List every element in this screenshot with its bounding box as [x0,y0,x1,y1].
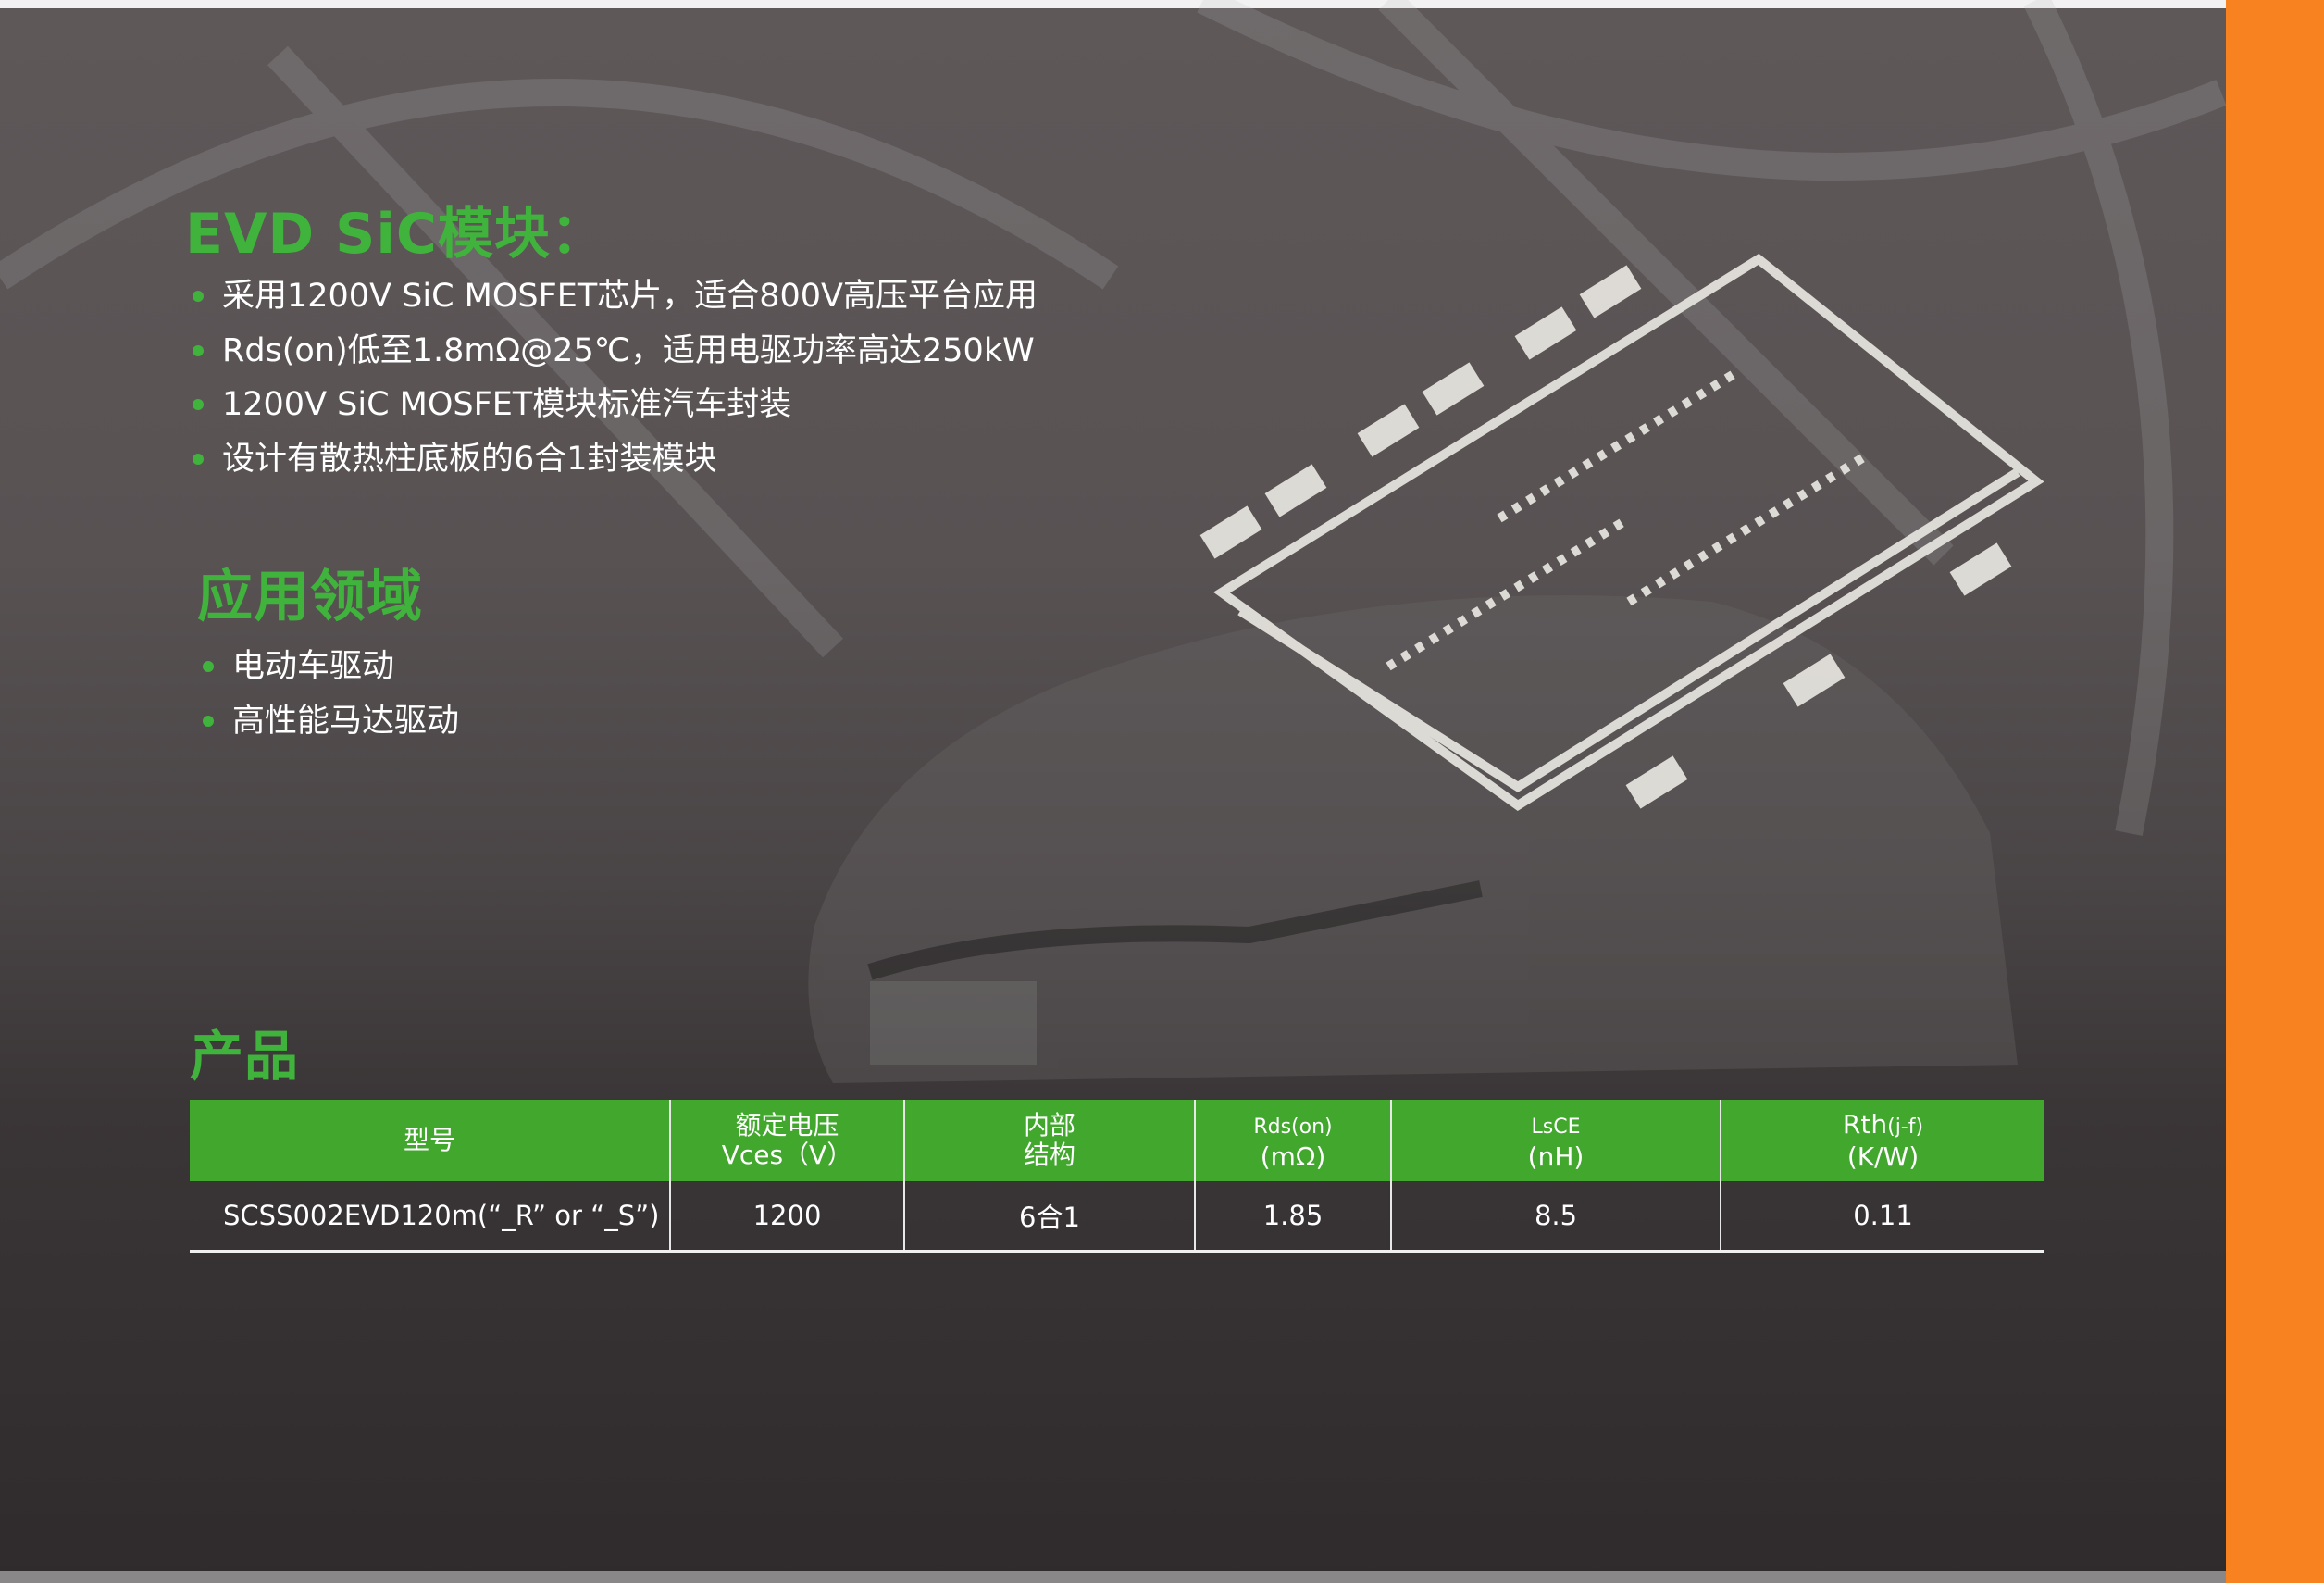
module-section-title: EVD SiC模块： [185,202,607,267]
application-item: 电动车驱动 [203,640,459,694]
feature-text: Rds(on)低至1.8mΩ@25℃，适用电驱功率高达250kW [222,331,1035,369]
feature-text: 设计有散热柱底板的6合1封装模块 [222,440,717,478]
bullet-icon [203,661,214,672]
feature-list: 采用1200V SiC MOSFET芯片，适合800V高压平台应用 Rds(on… [193,269,1038,487]
bottom-border [0,1571,2226,1583]
cell-rth: 0.11 [1720,1181,2044,1253]
bullet-icon [193,399,204,410]
feature-item: 设计有散热柱底板的6合1封装模块 [193,432,1038,487]
header-lsce: LsCE(nH) [1390,1100,1721,1181]
header-structure: 内部结构 [903,1100,1195,1181]
table-row: SCSS002EVD120m(“_R” or “_S”) 1200 6合1 1.… [190,1181,2044,1253]
feature-text: 采用1200V SiC MOSFET芯片，适合800V高压平台应用 [222,278,1038,315]
header-rth: Rth(j-f)(K/W) [1720,1100,2044,1181]
feature-text: 1200V SiC MOSFET模块标准汽车封装 [222,386,792,423]
application-text: 高性能马达驱动 [232,703,460,740]
bullet-icon [193,453,204,465]
feature-item: 采用1200V SiC MOSFET芯片，适合800V高压平台应用 [193,269,1038,324]
cell-voltage: 1200 [669,1181,904,1253]
cell-model: SCSS002EVD120m(“_R” or “_S”) [190,1181,670,1253]
bullet-icon [193,344,204,356]
feature-item: 1200V SiC MOSFET模块标准汽车封装 [193,378,1038,432]
application-section-title: 应用领域 [197,565,423,629]
cell-structure: 6合1 [903,1181,1195,1253]
background-car-illustration [0,0,2226,1083]
feature-item: Rds(on)低至1.8mΩ@25℃，适用电驱功率高达250kW [193,324,1038,379]
top-border [0,0,2226,8]
bullet-icon [193,291,204,302]
cell-rds-on: 1.85 [1194,1181,1391,1253]
header-rds-on: Rds(on)(mΩ) [1194,1100,1391,1181]
application-text: 电动车驱动 [232,648,395,685]
orange-side-band [2226,0,2324,1583]
sic-module-illustration [1199,253,2044,812]
bullet-icon [203,716,214,727]
application-list: 电动车驱动 高性能马达驱动 [203,640,460,749]
application-item: 高性能马达驱动 [203,694,460,749]
header-model: 型号 [190,1100,670,1181]
product-section-title: 产品 [190,1025,300,1088]
cell-lsce: 8.5 [1390,1181,1721,1253]
